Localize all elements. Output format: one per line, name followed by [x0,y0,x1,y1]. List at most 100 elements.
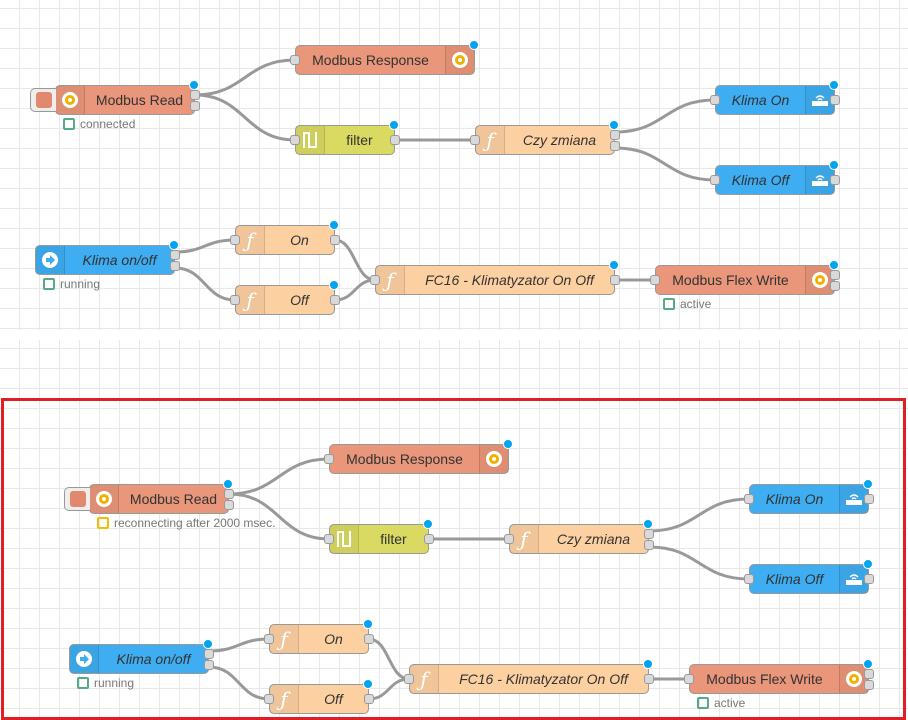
inject-trigger-button[interactable] [64,487,90,511]
node-label: On [324,631,343,647]
output-port[interactable] [830,270,840,280]
klima-off-node[interactable]: Klima Off [744,559,874,594]
output-port[interactable] [864,669,874,679]
changed-indicator [203,639,213,649]
klima-on-node[interactable]: Klima On [744,479,874,514]
klima-off-node[interactable]: Klima Off [710,160,840,195]
input-port[interactable] [290,135,300,145]
changed-indicator [643,659,653,669]
output-port[interactable] [364,694,374,704]
input-port[interactable] [470,135,480,145]
input-port[interactable] [744,574,754,584]
czy-zmiana-function-node[interactable]: ƒ Czy zmiana [504,519,654,554]
output-port[interactable] [330,295,340,305]
node-label: Klima Off [765,571,824,587]
output-port[interactable] [644,674,654,684]
on-function-node[interactable]: ƒ On [230,220,340,255]
output-port[interactable] [224,500,234,510]
output-port[interactable] [830,95,840,105]
input-port[interactable] [404,674,414,684]
output-port[interactable] [424,534,434,544]
changed-indicator [329,220,339,230]
on-function-node[interactable]: ƒ On [264,619,374,654]
filter-icon [330,525,359,553]
output-port[interactable] [644,540,654,550]
off-function-node[interactable]: ƒ Off [230,280,340,315]
changed-indicator [643,519,653,529]
node-label: Modbus Read [95,92,184,108]
filter-node[interactable]: filter [290,120,400,155]
czy-zmiana-function-node[interactable]: ƒ Czy zmiana [470,120,620,155]
modbus-gear-icon [805,266,834,294]
input-port[interactable] [290,55,300,65]
changed-indicator [223,479,233,489]
input-port[interactable] [710,175,720,185]
filter-node[interactable]: filter [324,519,434,554]
input-port[interactable] [710,95,720,105]
changed-indicator [329,280,339,290]
changed-indicator [363,679,373,689]
modbus-gear-icon [56,86,85,114]
router-icon [805,166,834,194]
modbus-flex-write-node[interactable]: Modbus Flex Write [650,260,840,295]
modbus-read-node[interactable]: Modbus Read [30,80,200,115]
output-port[interactable] [830,281,840,291]
output-port[interactable] [190,101,200,111]
changed-indicator [863,559,873,569]
changed-indicator [189,80,199,90]
changed-indicator [863,659,873,669]
modbus-response-node[interactable]: Modbus Response [324,439,513,474]
node-label: Klima Off [731,172,790,188]
node-status: reconnecting after 2000 msec. [97,516,275,530]
output-port[interactable] [204,649,214,659]
node-label: Klima on/off [116,651,191,667]
output-port[interactable] [190,90,200,100]
input-port[interactable] [230,295,240,305]
modbus-flex-write-node[interactable]: Modbus Flex Write [684,659,874,694]
output-port[interactable] [204,660,214,670]
output-port[interactable] [224,489,234,499]
klima-onoff-link-node[interactable]: Klima on/off [35,240,180,275]
input-port[interactable] [744,494,754,504]
fc16-function-node[interactable]: ƒ FC16 - Klimatyzator On Off [404,659,654,694]
klima-onoff-link-node[interactable]: Klima on/off [69,639,214,674]
node-status: active [663,297,711,311]
input-port[interactable] [684,674,694,684]
function-icon: ƒ [236,286,265,314]
changed-indicator [503,439,513,449]
output-port[interactable] [390,135,400,145]
output-port[interactable] [830,175,840,185]
changed-indicator [423,519,433,529]
function-icon: ƒ [270,625,299,653]
output-port[interactable] [864,680,874,690]
input-port[interactable] [324,454,334,464]
input-port[interactable] [504,534,514,544]
output-port[interactable] [864,574,874,584]
input-port[interactable] [230,235,240,245]
output-port[interactable] [170,261,180,271]
changed-indicator [829,80,839,90]
input-port[interactable] [650,275,660,285]
output-port[interactable] [864,494,874,504]
output-port[interactable] [610,141,620,151]
input-port[interactable] [264,694,274,704]
node-status: running [77,676,134,690]
output-port[interactable] [610,275,620,285]
off-function-node[interactable]: ƒ Off [264,679,374,714]
modbus-read-node[interactable]: Modbus Read [64,479,234,514]
inject-trigger-button[interactable] [30,88,56,112]
input-port[interactable] [370,275,380,285]
node-label: FC16 - Klimatyzator On Off [459,671,628,687]
fc16-function-node[interactable]: ƒ FC16 - Klimatyzator On Off [370,260,620,295]
output-port[interactable] [364,634,374,644]
output-port[interactable] [170,250,180,260]
output-port[interactable] [610,130,620,140]
router-icon [839,485,868,513]
input-port[interactable] [324,534,334,544]
router-icon [805,86,834,114]
input-port[interactable] [264,634,274,644]
modbus-response-node[interactable]: Modbus Response [290,40,479,75]
output-port[interactable] [330,235,340,245]
output-port[interactable] [644,529,654,539]
klima-on-node[interactable]: Klima On [710,80,840,115]
